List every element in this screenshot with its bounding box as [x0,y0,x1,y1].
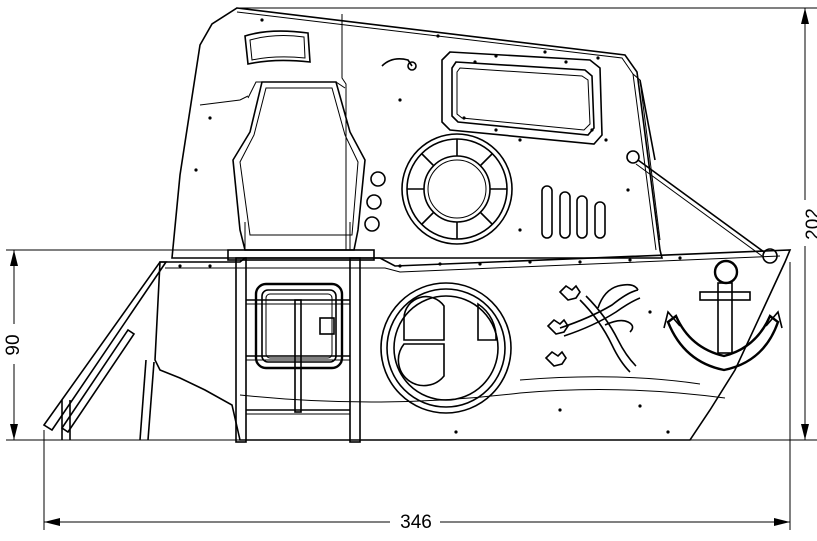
dim-label-90: 90 [3,334,24,355]
lifebuoy [401,133,513,245]
dimension-width: 346 [43,262,791,534]
stay-cable [626,79,778,264]
deck-plate [227,249,375,261]
stern-rail [42,261,168,441]
hull-panel [154,249,792,441]
handle-cutout [244,30,311,65]
porthole [380,282,512,414]
cabin-window [441,51,603,145]
seat-back [232,81,366,251]
hook-handle [381,58,417,71]
anchor-emblem [663,259,783,372]
vent-slots [541,185,606,239]
crossed-keys-emblem [544,283,641,373]
ladder [235,257,361,443]
dim-label-202: 202 [803,208,817,240]
dimension-height-lower: 90 [2,249,817,441]
porthole-dots [364,171,386,232]
hatch-window [254,282,344,370]
dim-label-346: 346 [400,512,432,533]
bolt-dots [178,18,682,434]
